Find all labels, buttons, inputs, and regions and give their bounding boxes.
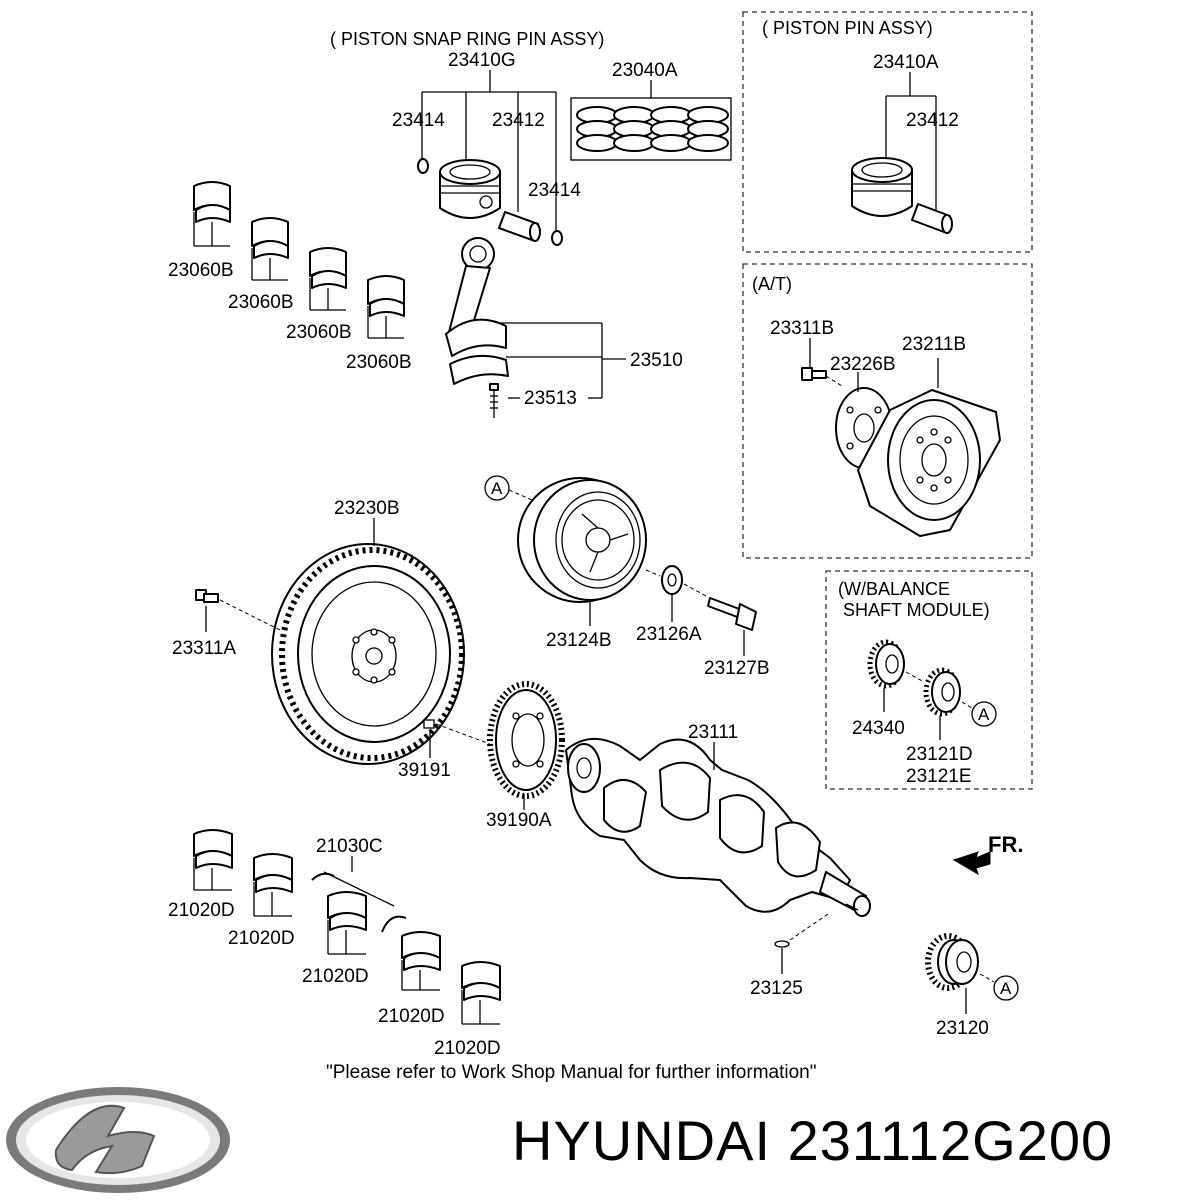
conrod-bolt bbox=[489, 383, 499, 418]
part-number: 231112G200 bbox=[787, 1109, 1114, 1172]
main-bearing-4 bbox=[401, 931, 441, 991]
part-21020D-label-3: 21020D bbox=[302, 966, 369, 987]
drive-plate bbox=[857, 389, 1001, 537]
part-23060B-label-4: 23060B bbox=[346, 352, 412, 373]
part-39191-label: 39191 bbox=[398, 760, 451, 781]
balance-shaft-title-1: (W/BALANCE bbox=[838, 579, 950, 599]
piston-pin-title: ( PISTON PIN ASSY) bbox=[762, 18, 933, 38]
part-23127B-label: 23127B bbox=[704, 658, 770, 679]
part-23126A-label: 23126A bbox=[636, 624, 702, 645]
connecting-rod bbox=[445, 237, 509, 418]
svg-text:A: A bbox=[491, 479, 503, 498]
snap-ring-left bbox=[417, 158, 429, 174]
part-23060B-label-2: 23060B bbox=[228, 292, 294, 313]
crankshaft-pulley bbox=[517, 477, 647, 603]
leader-21030C bbox=[323, 856, 395, 907]
part-23513-label: 23513 bbox=[524, 388, 577, 409]
main-bearing-3 bbox=[327, 891, 367, 955]
brand-name: HYUNDAI bbox=[512, 1109, 772, 1172]
callout-circle-a-1: A bbox=[484, 475, 510, 501]
part-39190A-label: 39190A bbox=[486, 810, 552, 831]
piston-assembly bbox=[439, 159, 501, 219]
piston-pin-assy-box bbox=[742, 11, 1033, 253]
svg-text:A: A bbox=[1000, 979, 1012, 998]
snap-ring-right bbox=[551, 230, 563, 246]
balance-shaft-box bbox=[825, 570, 1033, 790]
conrod-bearing-3 bbox=[309, 247, 347, 311]
balance-shaft-title-2: SHAFT MODULE) bbox=[843, 600, 990, 620]
piston-snap-ring-title: ( PISTON SNAP RING PIN ASSY) bbox=[330, 29, 604, 49]
at-box bbox=[742, 263, 1033, 559]
conrod-bearing-1 bbox=[193, 181, 231, 247]
part-23226B-label: 23226B bbox=[830, 354, 896, 375]
dowel-pin bbox=[423, 719, 435, 729]
part-21030C-label: 21030C bbox=[316, 836, 383, 857]
leader-23410A bbox=[885, 72, 937, 210]
part-23060B-label-1: 23060B bbox=[168, 260, 234, 281]
brand-part-number: HYUNDAI 231112G200 bbox=[512, 1108, 1113, 1173]
part-23060B-label-3: 23060B bbox=[286, 322, 352, 343]
part-24340-label: 24340 bbox=[852, 718, 905, 739]
hyundai-logo bbox=[6, 1087, 230, 1193]
footer-note: "Please refer to Work Shop Manual for fu… bbox=[326, 1062, 816, 1083]
main-bearing-5 bbox=[461, 961, 501, 1025]
part-23410G-label: 23410G bbox=[448, 50, 516, 71]
part-23230B-label: 23230B bbox=[334, 498, 400, 519]
callout-circle-a-3: A bbox=[993, 975, 1019, 1001]
part-23040A-label: 23040A bbox=[612, 60, 678, 81]
part-23311A-label: 23311A bbox=[172, 638, 236, 659]
thrust-washer-1 bbox=[311, 872, 335, 881]
part-23211B-label: 23211B bbox=[902, 334, 966, 355]
balance-gear-23121 bbox=[923, 667, 961, 717]
part-21020D-label-4: 21020D bbox=[378, 1006, 445, 1027]
part-23414-label-b: 23414 bbox=[528, 180, 581, 201]
main-bearing-2 bbox=[253, 853, 293, 917]
part-21020D-label-2: 21020D bbox=[228, 928, 295, 949]
reluctor-ring bbox=[487, 681, 565, 799]
crankshaft-gear bbox=[925, 933, 979, 991]
part-21020D-label-5: 21020D bbox=[434, 1038, 501, 1059]
main-bearing-1 bbox=[193, 829, 233, 891]
front-direction-label: FR. bbox=[988, 832, 1023, 857]
flywheel bbox=[271, 543, 465, 765]
part-23120-label: 23120 bbox=[936, 1018, 989, 1039]
conrod-bearing-4 bbox=[367, 275, 405, 339]
pulley-bolt bbox=[707, 597, 757, 631]
part-23124B-label: 23124B bbox=[546, 630, 612, 651]
part-21020D-label-1: 21020D bbox=[168, 900, 235, 921]
part-23410A-label: 23410A bbox=[873, 52, 939, 73]
part-23125-label: 23125 bbox=[750, 978, 803, 999]
piston-assembly-b bbox=[851, 157, 953, 234]
part-23414-label-a: 23414 bbox=[392, 110, 445, 131]
piston-pin bbox=[498, 211, 541, 242]
at-title: (A/T) bbox=[752, 274, 792, 294]
part-23311B-label: 23311B bbox=[770, 318, 834, 339]
conrod-bearing-2 bbox=[251, 217, 289, 281]
washer bbox=[661, 565, 683, 595]
front-arrow-icon bbox=[952, 851, 991, 876]
part-23412-label-b: 23412 bbox=[906, 110, 959, 131]
crankshaft bbox=[565, 738, 871, 917]
part-23121E-label: 23121E bbox=[906, 766, 972, 787]
piston-ring-set bbox=[570, 97, 732, 161]
part-23121D-label: 23121D bbox=[906, 744, 973, 765]
balance-gear-24340 bbox=[867, 639, 905, 689]
at-bolt bbox=[801, 367, 827, 381]
leader-23510 bbox=[500, 322, 626, 399]
flywheel-bolt bbox=[195, 589, 219, 603]
woodruff-key bbox=[774, 940, 790, 948]
svg-text:A: A bbox=[978, 705, 990, 724]
part-23111-label: 23111 bbox=[688, 722, 738, 743]
leader-23410G bbox=[421, 70, 557, 232]
callout-circle-a-2: A bbox=[971, 701, 997, 727]
thrust-washer-2 bbox=[381, 915, 407, 933]
part-23510-label: 23510 bbox=[630, 350, 683, 371]
part-23412-label-a: 23412 bbox=[492, 110, 545, 131]
